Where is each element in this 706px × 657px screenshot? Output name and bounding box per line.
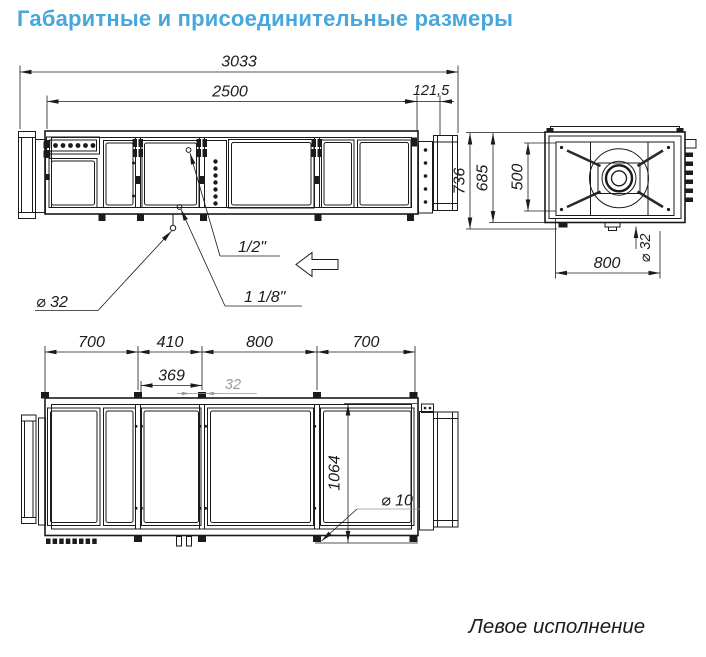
right-duct xyxy=(418,135,458,214)
side-view: 736 685 500 800 ⌀ 32 xyxy=(452,126,697,279)
label-pipe-half-inch: 1/2" xyxy=(238,239,267,256)
pipe-stubs xyxy=(176,536,192,547)
top-view: 700 410 800 700 369 32 1064 ⌀ 10 xyxy=(21,334,459,547)
top-left-duct xyxy=(21,414,46,526)
front-dimensions: 3033 2500 121,5 xyxy=(19,54,459,136)
label-pipe-118-inch: 1 1/8" xyxy=(244,289,287,306)
dim-369: 369 xyxy=(158,368,185,385)
front-leaders: ⌀ 32 1/2" 1 1/8" xyxy=(35,147,339,311)
top-section-dividers xyxy=(135,404,320,529)
top-right-duct xyxy=(419,403,459,531)
dim-overall-length: 3033 xyxy=(221,54,257,71)
front-section-dividers xyxy=(135,137,320,208)
top-panels xyxy=(47,407,415,526)
feet xyxy=(98,214,414,221)
terminal-strip xyxy=(46,538,97,544)
side-drain-fitting xyxy=(604,222,621,231)
label-drain-diameter: ⌀ 32 xyxy=(36,294,68,311)
dim-section-1: 700 xyxy=(78,334,105,351)
drain-fitting xyxy=(169,214,177,232)
front-panels xyxy=(48,139,412,209)
airflow-arrow-icon xyxy=(295,251,339,278)
dim-32-offset: 32 xyxy=(225,377,241,393)
side-flange-tabs xyxy=(684,139,697,202)
version-note: Левое исполнение xyxy=(467,615,645,638)
lifting-lugs xyxy=(41,392,418,542)
dim-side-drain: ⌀ 32 xyxy=(638,234,654,263)
dim-section-3: 800 xyxy=(246,334,273,351)
label-mounting-hole: ⌀ 10 xyxy=(381,493,413,510)
left-duct xyxy=(18,131,48,219)
side-dimensions: 736 685 500 800 ⌀ 32 xyxy=(452,132,661,279)
front-view: 3033 2500 121,5 ⌀ 32 1/2" xyxy=(18,54,459,311)
dim-section-4: 700 xyxy=(353,334,380,351)
dim-height-body: 685 xyxy=(475,165,492,192)
dim-duct-length: 121,5 xyxy=(413,83,450,99)
dim-height-inner: 500 xyxy=(510,164,527,191)
dim-section-2: 410 xyxy=(157,334,184,351)
control-panel xyxy=(46,136,100,155)
page-title: Габаритные и присоединительные размеры xyxy=(17,6,514,31)
dim-width-800: 800 xyxy=(594,255,621,272)
dim-width-1064: 1064 xyxy=(327,455,344,491)
fan-assembly xyxy=(566,148,664,209)
top-dimensions: 700 410 800 700 369 32 1064 ⌀ 10 xyxy=(44,334,420,544)
dim-body-length: 2500 xyxy=(211,84,248,101)
dim-height-overall: 736 xyxy=(452,168,469,195)
